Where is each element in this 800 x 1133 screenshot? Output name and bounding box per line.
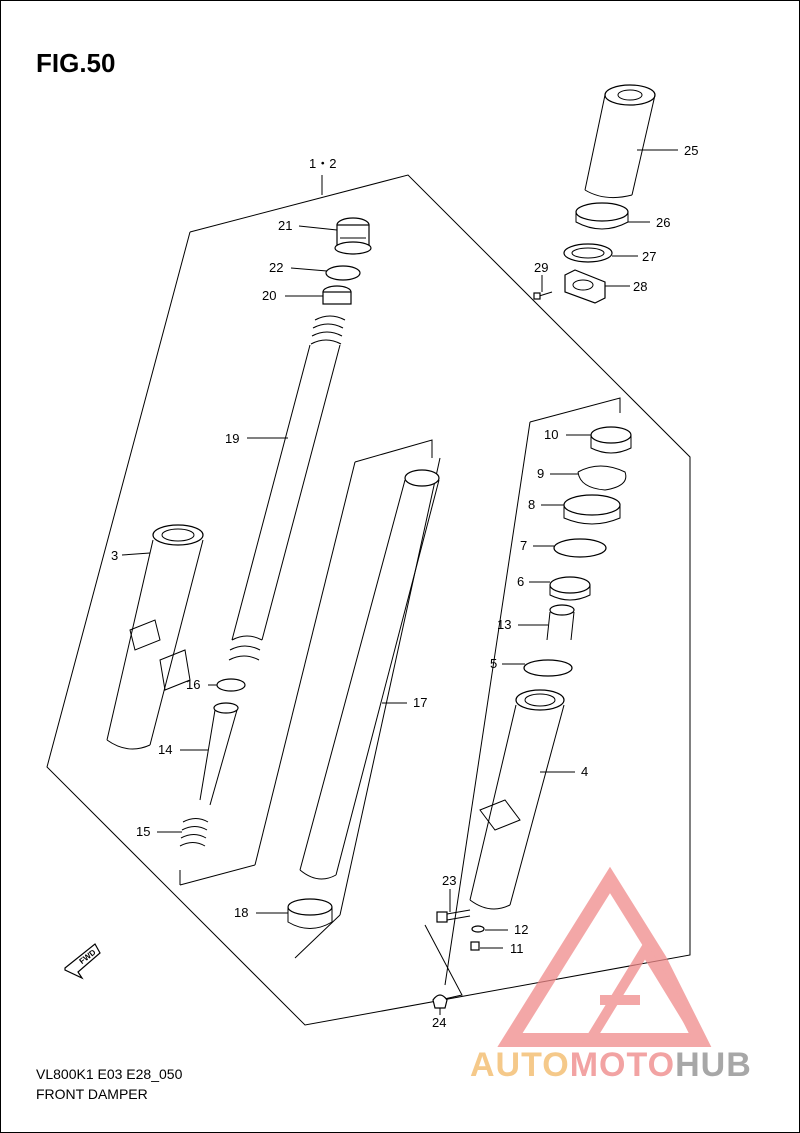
part-13-oil-lock-piece [546, 604, 575, 641]
part-25-spacer-tube [584, 84, 656, 199]
callout-13: 13 [497, 617, 511, 632]
part-14-damper-rod [199, 702, 239, 806]
part-17-inner-tube [299, 469, 440, 880]
mid-outline-right [339, 457, 441, 916]
mid-outline-top [354, 439, 433, 463]
part-6-guide-bushing [549, 576, 591, 601]
callout-15: 15 [136, 824, 150, 839]
callout-27: 27 [642, 249, 656, 264]
callout-3: 3 [111, 548, 118, 563]
part-15-rebound-spring [179, 818, 209, 847]
callout-10: 10 [544, 427, 558, 442]
mid-outline-diag [294, 914, 341, 959]
callout-21: 21 [278, 218, 292, 233]
watermark-part-hub: HUB [675, 1046, 752, 1084]
callout-18: 18 [234, 905, 248, 920]
part-11-drain-screw [470, 941, 480, 951]
part-20-spacer [322, 285, 352, 305]
assembly-outline [46, 174, 691, 1026]
fwd-arrow-icon: FWD [64, 943, 101, 980]
part-23-bolt [436, 909, 471, 923]
part-5-slide-bushing [523, 659, 573, 677]
callout-23: 23 [442, 873, 456, 888]
part-19-fork-spring [228, 315, 346, 661]
part-27-washer [563, 243, 613, 263]
callout-7: 7 [520, 538, 527, 553]
callout-16: 16 [186, 677, 200, 692]
mid-outline-left [254, 461, 356, 866]
watermark-brand: AUTOMOTOHUB [470, 1046, 752, 1085]
part-29-screw [533, 291, 553, 300]
inner-outline-top [529, 397, 621, 423]
callout-29: 29 [534, 260, 548, 275]
callout-14: 14 [158, 742, 172, 757]
diagram-name: FRONT DAMPER [36, 1086, 148, 1102]
part-22-o-ring [325, 265, 361, 281]
callout-28: 28 [633, 279, 647, 294]
callout-8: 8 [528, 497, 535, 512]
part-24-bolt-cap [432, 994, 448, 1009]
callout-12: 12 [514, 922, 528, 937]
figure-title: FIG.50 [36, 48, 116, 78]
callout-17: 17 [413, 695, 427, 710]
watermark-part-auto: AUTO [470, 1046, 570, 1084]
part-21-cap-bolt [334, 217, 372, 255]
callout-26: 26 [656, 215, 670, 230]
callout-20: 20 [262, 288, 276, 303]
callout-11: 11 [510, 941, 524, 956]
callout-9: 9 [537, 466, 544, 481]
callout-24: 24 [432, 1015, 446, 1030]
callout-6: 6 [517, 574, 524, 589]
part-26-nut [575, 202, 629, 230]
part-3-outer-tube-left [106, 524, 204, 750]
part-9-stopper-ring [577, 465, 627, 491]
part-7-seal-spacer [553, 538, 607, 558]
part-8-oil-seal [563, 494, 621, 525]
mid-outline-bottom [179, 864, 256, 886]
part-18-bushing [287, 898, 333, 929]
callout-4: 4 [581, 764, 588, 779]
part-12-gasket [471, 925, 485, 933]
callout-1-2: 1・2 [309, 156, 336, 171]
callout-22: 22 [269, 260, 283, 275]
part-16-ring [216, 678, 246, 692]
callout-5: 5 [490, 656, 497, 671]
part-4-outer-tube-right [469, 689, 565, 910]
bolt-bracket [424, 924, 463, 1001]
callout-19: 19 [225, 431, 239, 446]
callout-25: 25 [684, 143, 698, 158]
callout-labels: 1・2 25 26 27 28 29 21 22 20 19 3 16 14 1… [111, 143, 698, 1030]
leader-lines [121, 149, 678, 1015]
part-10-dust-seal [590, 426, 632, 454]
part-28-clamp [564, 269, 606, 304]
watermark-logo-icon [497, 866, 712, 1047]
model-code: VL800K1 E03 E28_050 [36, 1066, 183, 1082]
watermark-part-moto: MOTO [569, 1046, 676, 1084]
inner-outline-left [444, 421, 531, 986]
